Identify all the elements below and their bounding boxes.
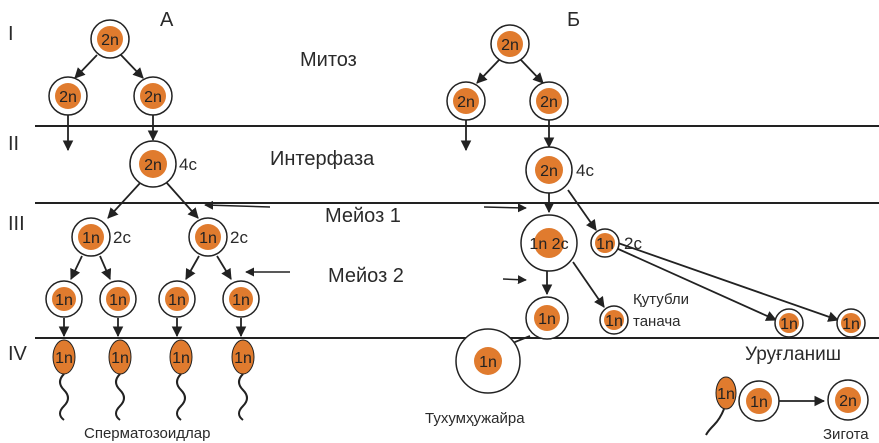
svg-text:1n: 1n: [172, 350, 190, 367]
column-label-a: А: [160, 9, 174, 31]
arrows-oogenesis: [460, 59, 840, 407]
stage-label-3: III: [8, 213, 25, 235]
svg-text:2n: 2n: [144, 89, 162, 106]
cell-b-4: 2n: [525, 146, 573, 194]
svg-text:2n: 2n: [59, 89, 77, 106]
sperm-2: 1n: [108, 339, 132, 421]
phase-meiosis-1: Мейоз 1: [325, 205, 401, 227]
oocyte-ploidy-label: 1n 2c: [529, 236, 568, 253]
svg-text:2n: 2n: [101, 32, 119, 49]
phase-arrows: [204, 200, 527, 285]
svg-text:1n: 1n: [199, 230, 217, 247]
cell-b-6: 1n: [525, 296, 569, 340]
cell-b-5: 1n: [590, 228, 620, 258]
cell-b-12: 2n: [827, 379, 869, 421]
stage-label-1: I: [8, 23, 14, 45]
cell-a-2: 2n: [48, 76, 88, 116]
fertilizing-sperm: 1n: [705, 376, 737, 436]
cell-a-8: 1n: [99, 280, 137, 318]
svg-text:2n: 2n: [540, 94, 558, 111]
cell-a-7: 1n: [45, 280, 83, 318]
cell-b-10: 1n: [455, 328, 521, 394]
cell-b-9: 1n: [836, 308, 866, 338]
svg-text:1n: 1n: [111, 350, 129, 367]
svg-text:2n: 2n: [457, 94, 475, 111]
cell-b-3: 2n: [529, 81, 569, 121]
cell-a-4: 2n: [129, 140, 177, 188]
chromatid-label-b-polar: 2c: [624, 234, 642, 253]
stage-label-2: II: [8, 133, 19, 155]
cell-b-2: 2n: [446, 81, 486, 121]
sperm-4: 1n: [231, 339, 255, 421]
cell-a-5: 1n: [71, 217, 111, 257]
phase-mitosis: Митоз: [300, 49, 357, 71]
cell-b-8: 1n: [774, 308, 804, 338]
cell-b-11: 1n: [738, 380, 780, 422]
svg-text:1n: 1n: [232, 292, 250, 309]
svg-text:2n: 2n: [839, 393, 857, 410]
chromatid-label-a-interphase: 4c: [179, 155, 197, 174]
svg-text:2n: 2n: [540, 163, 558, 180]
primary-oocyte-cell: 1n 2c: [520, 214, 578, 272]
stage-label-4: IV: [8, 343, 28, 365]
cell-a-10: 1n: [222, 280, 260, 318]
cell-a-3: 2n: [133, 76, 173, 116]
arrows-spermatogenesis: [58, 54, 247, 338]
cell-b-1: 2n: [490, 24, 530, 64]
phase-meiosis-2: Мейоз 2: [328, 265, 404, 287]
cell-a-9: 1n: [158, 280, 196, 318]
sperm-1: 1n: [52, 339, 76, 421]
label-polar-body-line-2: танача: [633, 313, 681, 330]
svg-text:1n: 1n: [168, 292, 186, 309]
cell-a-1: 2n: [90, 19, 130, 59]
svg-text:1n: 1n: [605, 313, 623, 330]
svg-text:1n: 1n: [479, 354, 497, 371]
svg-text:1n: 1n: [750, 394, 768, 411]
stage-lines: [35, 125, 879, 339]
column-label-b: Б: [567, 9, 580, 31]
spermatozoa: 1n 1n 1n 1n: [52, 339, 255, 421]
svg-text:1n: 1n: [538, 311, 556, 328]
svg-text:2n: 2n: [144, 157, 162, 174]
svg-text:1n: 1n: [82, 230, 100, 247]
label-fertilization: Уруғланиш: [745, 344, 841, 365]
svg-text:1n: 1n: [109, 292, 127, 309]
phase-interphase: Интерфаза: [270, 148, 375, 170]
svg-text:1n: 1n: [842, 316, 860, 333]
sperm-3: 1n: [169, 339, 193, 421]
label-ovum: Тухумҳужайра: [425, 410, 525, 427]
label-spermatozoa: Сперматозоидлар: [84, 425, 210, 442]
chromatid-label-b-interphase: 4c: [576, 161, 594, 180]
svg-text:1n: 1n: [780, 316, 798, 333]
chromatid-label-a-2: 2c: [230, 228, 248, 247]
label-zygote: Зигота: [823, 426, 869, 443]
svg-text:1n: 1n: [596, 236, 614, 253]
chromatid-label-a-1: 2c: [113, 228, 131, 247]
svg-text:1n: 1n: [234, 350, 252, 367]
svg-text:1n: 1n: [717, 386, 735, 403]
svg-text:1n: 1n: [55, 350, 73, 367]
svg-text:2n: 2n: [501, 37, 519, 54]
svg-text:1n: 1n: [55, 292, 73, 309]
label-polar-body-line-1: Қутубли: [633, 291, 689, 308]
cell-b-7: 1n: [599, 305, 629, 335]
cell-a-6: 1n: [188, 217, 228, 257]
